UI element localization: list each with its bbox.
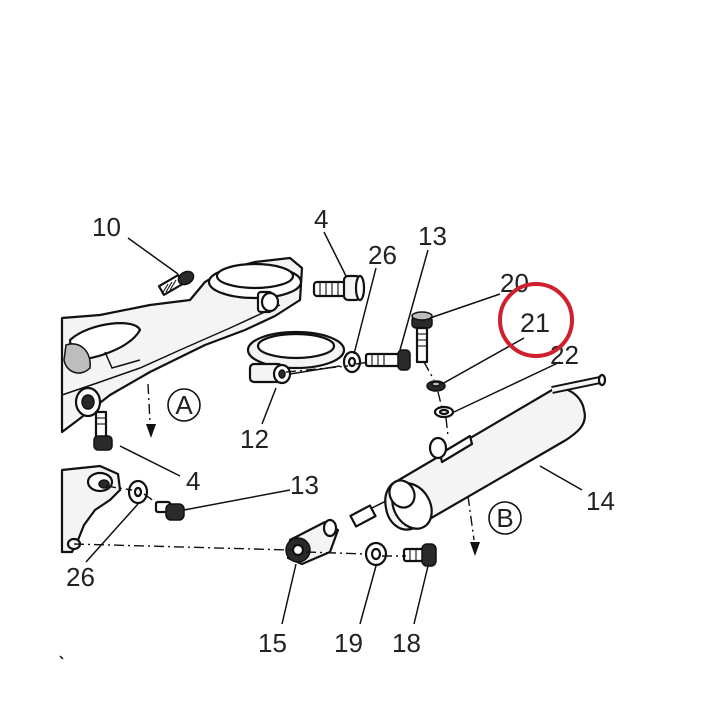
- bolt-20: [411, 311, 433, 364]
- leader-lines: [85, 231, 583, 625]
- bolt-13-top: [364, 349, 411, 371]
- label-13-top: 13: [418, 221, 447, 251]
- center-lines: [73, 361, 475, 557]
- direction-arrow-a: [146, 424, 156, 438]
- part-labels: 10 4 26 13 20 21 22 12 4 13 14 26 15 19 …: [66, 204, 615, 658]
- label-14: 14: [586, 486, 615, 516]
- label-4-top: 4: [314, 204, 328, 234]
- label-4-mid: 4: [186, 466, 200, 496]
- washer-26-top: [342, 350, 362, 374]
- rod-end-15: [285, 518, 340, 566]
- upper-triple-clamp: [60, 256, 304, 434]
- highlight-circle: [498, 282, 574, 358]
- view-marker-a-label: A: [175, 390, 193, 420]
- label-18: 18: [392, 628, 421, 658]
- view-marker-b: B: [488, 501, 522, 535]
- corner-mark: [59, 655, 64, 660]
- direction-arrow-b: [470, 542, 480, 556]
- label-15: 15: [258, 628, 287, 658]
- label-12: 12: [240, 424, 269, 454]
- label-19: 19: [334, 628, 363, 658]
- view-marker-a: A: [167, 388, 201, 422]
- label-10: 10: [92, 212, 121, 242]
- label-26-top: 26: [368, 240, 397, 270]
- bolt-18: [402, 543, 437, 567]
- label-21: 21: [520, 308, 550, 338]
- washer-21: [426, 380, 446, 392]
- bolt-13-mid: [154, 500, 185, 521]
- washer-19: [364, 541, 388, 567]
- steering-damper-14: [349, 373, 607, 531]
- bolt-4-top: [312, 274, 366, 302]
- label-13-mid: 13: [290, 470, 319, 500]
- washer-22: [433, 405, 455, 419]
- clamp-12: [246, 330, 346, 385]
- bolt-4-mid: [93, 410, 113, 451]
- washer-26-bottom: [127, 479, 149, 505]
- lower-triple-clamp: [60, 464, 122, 554]
- bolt-10: [157, 270, 195, 296]
- view-marker-b-label: B: [496, 503, 513, 533]
- label-26-bottom: 26: [66, 562, 95, 592]
